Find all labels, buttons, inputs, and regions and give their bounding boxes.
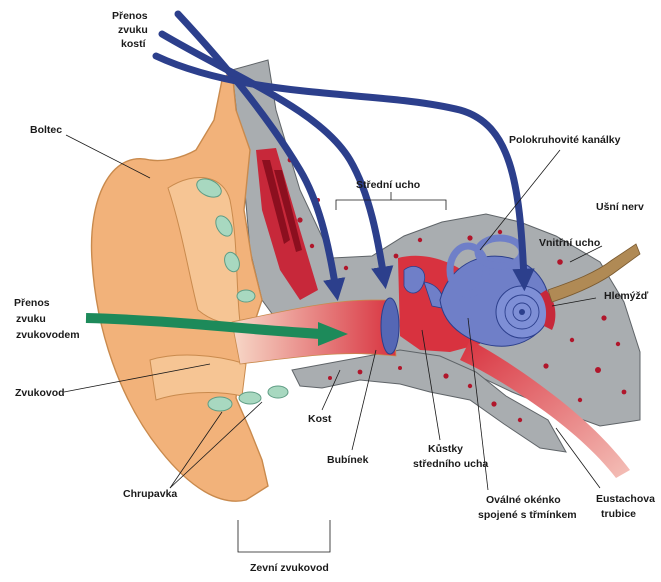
label-eustachian-2: trubice	[601, 508, 636, 520]
label-outer-canal: Zevní zvukovod	[250, 562, 329, 574]
label-ear-canal: Zvukovod	[15, 387, 65, 399]
label-inner-ear: Vnitřní ucho	[539, 237, 600, 249]
label-air-conduction-3: zvukovodem	[16, 329, 80, 341]
label-bone: Kost	[308, 413, 332, 425]
label-oval-window-2: spojené s třmínkem	[478, 509, 577, 521]
label-auditory-nerve: Ušní nerv	[596, 201, 644, 213]
label-eardrum: Bubínek	[327, 454, 369, 466]
label-bone-conduction-2: zvuku	[118, 24, 148, 36]
label-air-conduction-1: Přenos	[14, 297, 50, 309]
label-cochlea: Hlemýžď	[604, 290, 649, 302]
label-cartilage: Chrupavka	[123, 488, 177, 500]
label-middle-ear: Střední ucho	[356, 179, 420, 191]
label-bone-conduction-1: Přenos	[112, 10, 148, 22]
label-semicircular-canals: Polokruhovité kanálky	[509, 134, 621, 146]
label-bone-conduction-3: kostí	[121, 38, 147, 50]
label-air-conduction-2: zvuku	[16, 313, 46, 325]
label-auricle: Boltec	[30, 124, 62, 136]
label-ossicles-2: středního ucha	[413, 458, 488, 470]
auricle	[92, 70, 268, 501]
label-ossicles-1: Kůstky	[428, 443, 463, 455]
label-eustachian-1: Eustachova	[596, 493, 655, 505]
label-oval-window-1: Oválné okénko	[486, 494, 561, 506]
eardrum-shape	[381, 298, 399, 354]
